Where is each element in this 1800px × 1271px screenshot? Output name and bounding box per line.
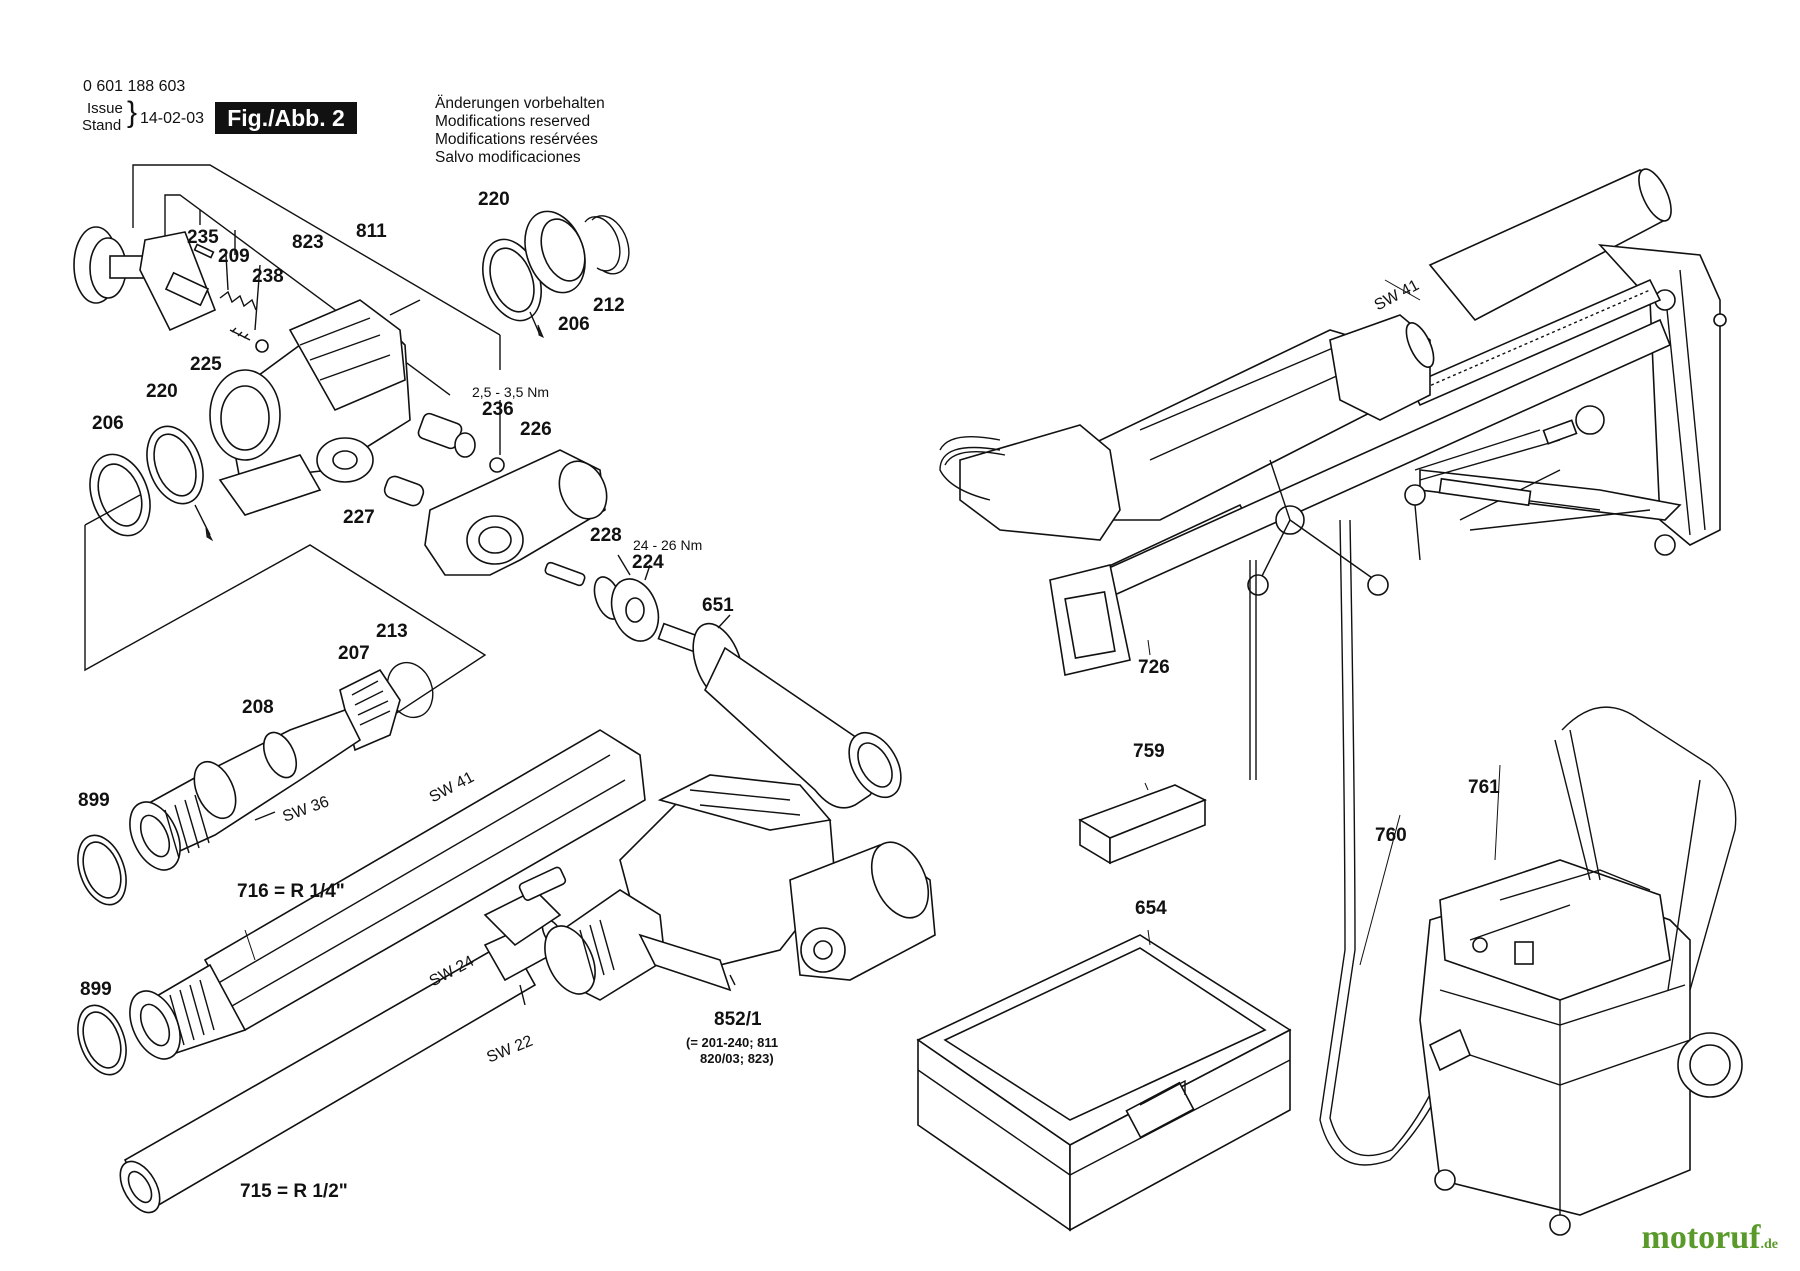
issue-date: 14-02-03 (140, 110, 205, 127)
label-759: 759 (1133, 741, 1165, 762)
label-206-left: 206 (92, 413, 124, 434)
label-207: 207 (338, 643, 370, 664)
elbow-part-226 (424, 449, 608, 576)
leader-lines (1144, 279, 1501, 966)
label-209: 209 (218, 246, 250, 267)
shaft-208 (129, 709, 362, 871)
label-220-top: 220 (478, 189, 510, 210)
brand-suffix: .de (1760, 1237, 1779, 1252)
stand-label: Stand (82, 117, 122, 134)
side-handle-651 (657, 614, 902, 809)
hose-760 (1319, 519, 1441, 1166)
label-212: 212 (593, 295, 625, 316)
label-760: 760 (1375, 825, 1407, 846)
label-852-note-1: (= 201-240; 811 (686, 1035, 779, 1050)
part-228-224 (544, 554, 660, 642)
label-226: 226 (520, 419, 552, 440)
extension-716 (129, 729, 646, 1060)
label-208: 208 (242, 697, 274, 718)
leader-811 (132, 164, 501, 336)
bracket-part (139, 231, 217, 332)
label-238: 238 (252, 266, 284, 287)
label-torque-2: 24 - 26 Nm (633, 537, 703, 553)
brace: } (127, 96, 138, 129)
ring-899-bottom (77, 1004, 127, 1076)
ring-899-top (77, 834, 127, 906)
label-899-bottom: 899 (80, 979, 112, 1000)
spring-part (219, 290, 257, 311)
label-235: 235 (187, 227, 219, 248)
drill-stand-726 (939, 168, 1727, 780)
part-236 (417, 412, 505, 473)
label-852-1: 852/1 (714, 1009, 762, 1030)
seal-rings-left (89, 425, 214, 542)
part-number: 0 601 188 603 (83, 78, 186, 95)
label-715: 715 = R 1/2" (240, 1181, 348, 1202)
label-224: 224 (632, 552, 664, 573)
label-716: 716 = R 1/4" (237, 881, 345, 902)
label-726: 726 (1138, 657, 1170, 678)
assembly-852 (544, 774, 936, 1001)
label-206-top: 206 (558, 314, 590, 335)
notice-line: Salvo modificaciones (435, 149, 581, 166)
adapter-sw22-sw24 (483, 866, 567, 1006)
label-236: 236 (482, 399, 514, 420)
label-228: 228 (590, 525, 622, 546)
label-761: 761 (1468, 777, 1500, 798)
label-220-left: 220 (146, 381, 178, 402)
seal-rings-top (482, 210, 630, 339)
notice-line: Modifications reserved (435, 113, 591, 130)
case-654 (916, 934, 1292, 1232)
label-213: 213 (376, 621, 408, 642)
label-899-top: 899 (78, 790, 110, 811)
label-823: 823 (292, 232, 324, 253)
modification-notice: Änderungen vorbehalten Modifications res… (435, 95, 605, 167)
leader-823 (164, 194, 451, 396)
figure-label: Fig./Abb. 2 (215, 102, 357, 134)
label-651: 651 (702, 595, 734, 616)
brand-logo: motoruf.de (1642, 1219, 1778, 1257)
gear-housing-part (209, 299, 411, 516)
notice-line: Modifications resérvées (435, 131, 598, 148)
label-654: 654 (1135, 898, 1167, 919)
vacuum-761 (1419, 706, 1743, 1236)
block-759 (1078, 784, 1207, 865)
label-225: 225 (190, 354, 222, 375)
label-torque-1: 2,5 - 3,5 Nm (472, 384, 550, 400)
label-852-note-2: 820/03; 823) (700, 1051, 774, 1066)
label-227: 227 (343, 507, 375, 528)
notice-line: Änderungen vorbehalten (435, 95, 605, 112)
part-227 (383, 475, 425, 507)
screw-part (229, 327, 269, 353)
issue-label: Issue (87, 100, 123, 117)
label-811: 811 (356, 221, 387, 242)
knob-part (73, 226, 157, 304)
brand-name: motoruf (1641, 1219, 1761, 1256)
